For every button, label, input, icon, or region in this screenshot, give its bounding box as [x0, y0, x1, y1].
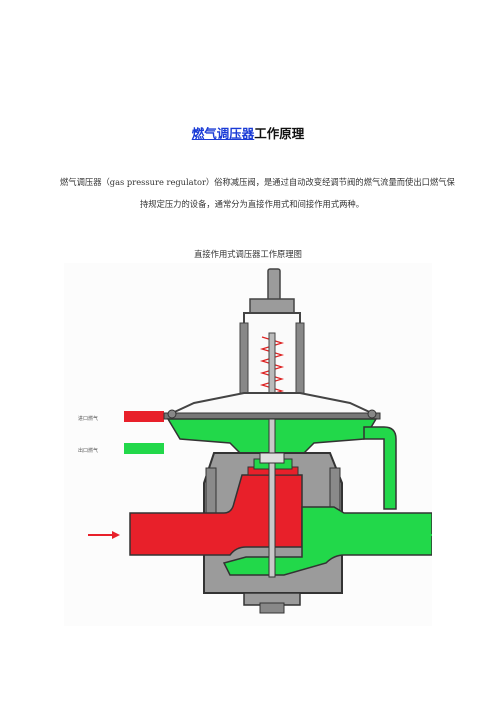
- flange-left: [205, 467, 217, 519]
- outlet-flow-arrow: [422, 531, 432, 539]
- signal-tube: [363, 426, 397, 510]
- legend-label-inlet: 进口燃气: [78, 415, 98, 422]
- title-link[interactable]: 燃气调压器: [191, 126, 255, 141]
- bolt-left: [167, 409, 177, 419]
- intro-line-1: 燃气调压器（gas pressure regulator）俗称减压阀，是通过自动…: [60, 177, 455, 187]
- intro-paragraph: 燃气调压器（gas pressure regulator）俗称减压阀，是通过自动…: [60, 171, 455, 215]
- legend-swatch-inlet: [124, 411, 164, 422]
- adjusting-cap: [267, 268, 281, 302]
- housing-wall-left: [239, 322, 249, 394]
- legend-label-outlet: 出口燃气: [78, 447, 98, 454]
- housing-wall-right: [295, 322, 305, 394]
- valve-disc: [259, 452, 285, 464]
- intro-line-2: 持规定压力的设备，通常分为直接作用式和间接作用式两种。: [139, 199, 365, 209]
- figure-caption: 直接作用式调压器工作原理图: [194, 249, 302, 259]
- legend-swatch-outlet: [124, 443, 164, 454]
- diaphragm: [163, 412, 381, 420]
- bottom-nut: [259, 602, 285, 614]
- title-suffix: 工作原理: [254, 126, 305, 141]
- cap-nut: [249, 298, 295, 314]
- inlet-flow-arrow: [88, 531, 120, 539]
- valve-stem: [268, 418, 276, 578]
- outlet-pipe: [222, 506, 432, 576]
- page-title: 燃气调压器工作原理: [0, 123, 496, 142]
- bolt-right: [367, 409, 377, 419]
- regulator-diagram: 进口燃气 出口燃气: [64, 263, 432, 626]
